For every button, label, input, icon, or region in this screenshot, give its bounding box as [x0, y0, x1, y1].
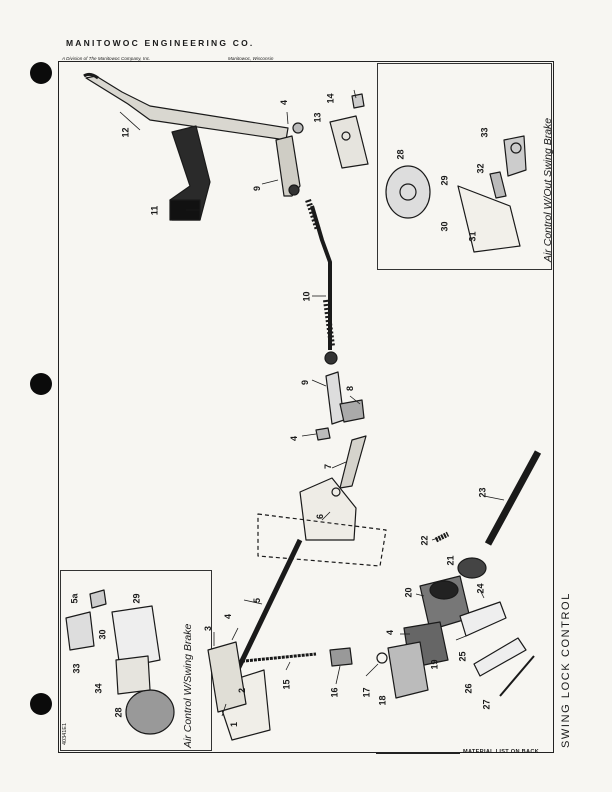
- part-label-8: 8: [345, 385, 356, 392]
- part-label-22: 22: [419, 535, 430, 546]
- pin-4-mid: [315, 427, 331, 441]
- part-label-11: 11: [149, 205, 160, 216]
- mount-plate-31: [457, 185, 521, 253]
- part-label-5: 5: [252, 597, 263, 604]
- part-label-23: 23: [477, 487, 488, 498]
- bracket-13: [329, 115, 369, 169]
- part-label-29b: 29: [131, 593, 142, 604]
- part-label-24: 24: [475, 583, 486, 594]
- mount-34: [115, 655, 151, 695]
- nut-16: [329, 647, 353, 667]
- part-label-30a: 30: [439, 221, 450, 232]
- part-label-34: 34: [93, 683, 104, 694]
- plate-26: [473, 637, 527, 677]
- part-label-18: 18: [377, 695, 388, 706]
- footer-leader-line: [376, 753, 460, 754]
- part-label-16: 16: [329, 687, 340, 698]
- shaft-23: [484, 450, 542, 546]
- collar-21: [457, 557, 487, 579]
- part-label-4b: 4: [289, 435, 300, 442]
- part-label-28b: 28: [113, 707, 124, 718]
- part-label-33b: 33: [71, 663, 82, 674]
- part-label-1: 1: [229, 721, 240, 728]
- frame-beam: [257, 513, 387, 567]
- part-label-14: 14: [325, 93, 336, 104]
- part-label-19: 19: [429, 659, 440, 670]
- part-label-4a: 4: [279, 99, 290, 106]
- company-name: MANITOWOC ENGINEERING CO.: [66, 38, 255, 48]
- part-label-4c: 4: [385, 629, 396, 636]
- punch-hole-middle: [30, 373, 52, 395]
- pin-14: [351, 93, 365, 109]
- part-label-12: 12: [120, 127, 131, 138]
- drawing-frame: [58, 61, 554, 753]
- shaft-7: [339, 435, 367, 489]
- punch-hole-top: [30, 62, 52, 84]
- rod-15: [233, 652, 317, 664]
- lever-2: [207, 641, 247, 713]
- plate-25: [459, 601, 507, 637]
- spring-22: [434, 531, 450, 543]
- part-label-4d: 4: [223, 613, 234, 620]
- part-label-7: 7: [323, 463, 334, 470]
- lever-33-bottom: [65, 611, 95, 651]
- part-label-9a: 9: [252, 185, 263, 192]
- material-list-note: MATERIAL LIST ON BACK: [463, 749, 540, 755]
- lever-arm-12: [85, 75, 289, 141]
- part-label-26: 26: [463, 683, 474, 694]
- part-label-5a: 5a: [69, 593, 80, 604]
- bracket-29-bottom: [111, 605, 161, 669]
- part-label-29a: 29: [439, 175, 450, 186]
- lever-33-top: [503, 135, 527, 177]
- punch-hole-bottom: [30, 693, 52, 715]
- part-label-17: 17: [361, 687, 372, 698]
- part-label-9b: 9: [300, 379, 311, 386]
- part-label-6: 6: [315, 513, 326, 520]
- air-cylinder-28-bottom: [125, 689, 175, 735]
- part-label-10: 10: [301, 291, 312, 302]
- part-label-15: 15: [281, 679, 292, 690]
- location-line: Manitowoc, Wisconsin: [228, 56, 274, 61]
- inset-box-without-swing-brake: [377, 63, 552, 270]
- link-32: [489, 171, 507, 199]
- part-label-13: 13: [312, 112, 323, 123]
- lever-handle: [83, 72, 99, 80]
- part-label-32: 32: [475, 163, 486, 174]
- air-cylinder-28-top: [385, 165, 431, 219]
- part-label-20: 20: [403, 587, 414, 598]
- part-label-28a: 28: [395, 149, 406, 160]
- part-label-27: 27: [481, 699, 492, 710]
- lever-8: [339, 399, 365, 423]
- part-label-2: 2: [237, 687, 248, 694]
- part-label-33a: 33: [479, 127, 490, 138]
- part-label-31: 31: [467, 231, 478, 242]
- part-label-25: 25: [457, 651, 468, 662]
- bolts-27: [499, 655, 535, 697]
- division-line: A Division of The Manitowoc Company, Inc…: [62, 56, 151, 61]
- part-label-30b: 30: [97, 629, 108, 640]
- part-label-3: 3: [203, 625, 214, 632]
- lever-18: [387, 641, 429, 699]
- pin-5a: [89, 589, 107, 609]
- clevis-9-lower: [325, 371, 345, 425]
- washer-17: [376, 652, 388, 664]
- part-label-21a: 21: [445, 555, 456, 566]
